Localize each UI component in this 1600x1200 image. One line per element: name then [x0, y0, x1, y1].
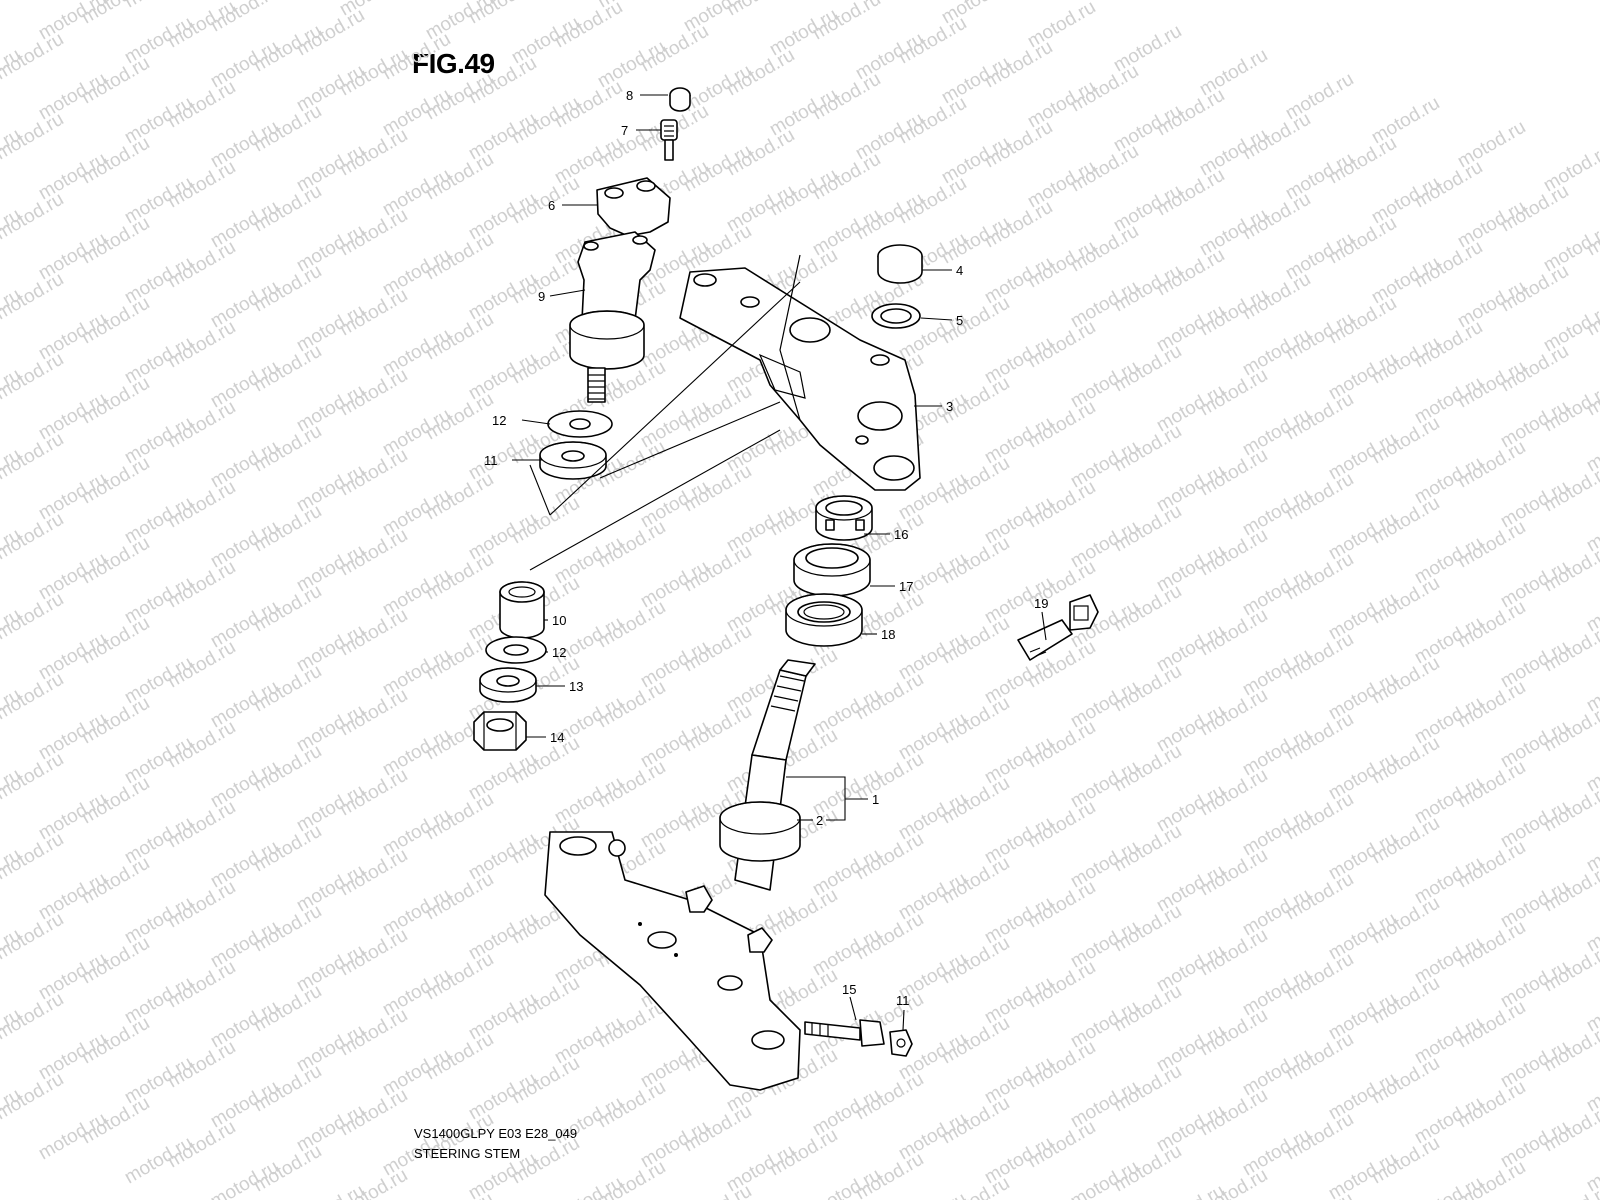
callout-labels: 8 7 6 9 4 5 3 12 11 16 17 18 19 10 12 13…: [484, 88, 1048, 1008]
callout-12-lower: 13: [569, 679, 583, 694]
watermark-text: motod.ru: [1411, 1173, 1486, 1200]
part-rubber-washer-upper: [539, 441, 607, 480]
callout-10: 10: [552, 613, 566, 628]
callout-12-upper: 12: [492, 413, 506, 428]
watermark-text: motod.ru: [1067, 1157, 1142, 1200]
callout-5: 5: [956, 313, 963, 328]
watermark-text: motod.ru: [422, 1189, 497, 1200]
part-washer-top: [871, 303, 921, 329]
part-lower-bracket: [544, 831, 801, 1091]
part-dust-seal: [793, 543, 871, 597]
watermark-text: motod.ru: [293, 1181, 368, 1200]
part-steering-lock-key: [1017, 594, 1099, 661]
part-cap: [669, 87, 691, 112]
watermark-text: motod.ru: [1282, 1189, 1357, 1200]
callout-18: 18: [881, 627, 895, 642]
watermark-text: motod.ru: [895, 1189, 970, 1200]
watermark-text: motod.ru: [551, 1173, 626, 1200]
part-bearing-upper: [785, 593, 863, 647]
callout-6: 6: [548, 198, 555, 213]
leader-lines: [512, 94, 1047, 1031]
callout-11-upper: 11: [484, 453, 498, 468]
part-spacer: [499, 581, 545, 639]
part-pinch-bolt: [804, 1019, 885, 1047]
watermark-text: motod.ru: [680, 1181, 755, 1200]
part-washer-upper: [547, 410, 613, 438]
callout-8: 8: [626, 88, 633, 103]
callout-14: 15: [842, 982, 856, 997]
part-steering-stem: [719, 659, 816, 891]
part-handlebar-clamp-upper: [596, 177, 671, 237]
part-handlebar-holder: [569, 231, 656, 403]
callout-13: 14: [550, 730, 564, 745]
diagram-caption: STEERING STEM: [414, 1146, 521, 1161]
callout-1: 1: [872, 792, 879, 807]
part-stem-nut-cap: [877, 244, 923, 284]
part-handlebar-bolt: [660, 119, 678, 161]
part-steering-stem-nut: [815, 495, 873, 541]
figure-title: FIG.49: [412, 48, 495, 79]
callout-15: 11: [896, 993, 910, 1008]
assembly-guide-lines: [529, 281, 801, 571]
callout-11-lower: 12: [552, 645, 566, 660]
callout-3: 3: [946, 399, 953, 414]
watermark-text: motod.ru: [1153, 1181, 1228, 1200]
callout-17: 17: [899, 579, 913, 594]
part-nut: [473, 711, 527, 751]
callout-7: 7: [621, 123, 628, 138]
callout-9: 9: [538, 289, 545, 304]
callout-19: 19: [1034, 596, 1048, 611]
watermark-text: motod.ru: [379, 0, 454, 4]
watermark-text: motod.ru: [207, 1157, 282, 1200]
callout-4: 4: [956, 263, 963, 278]
part-pinch-nut: [889, 1029, 913, 1057]
part-upper-bracket: [679, 254, 921, 491]
watermark-text: motod.ru: [0, 0, 67, 4]
model-code: VS1400GLPY E03 E28_049: [414, 1126, 578, 1141]
part-rubber-washer-lower: [485, 636, 547, 664]
callout-2: 2: [816, 813, 823, 828]
part-washer-lower: [479, 667, 537, 703]
callout-16: 16: [894, 527, 908, 542]
